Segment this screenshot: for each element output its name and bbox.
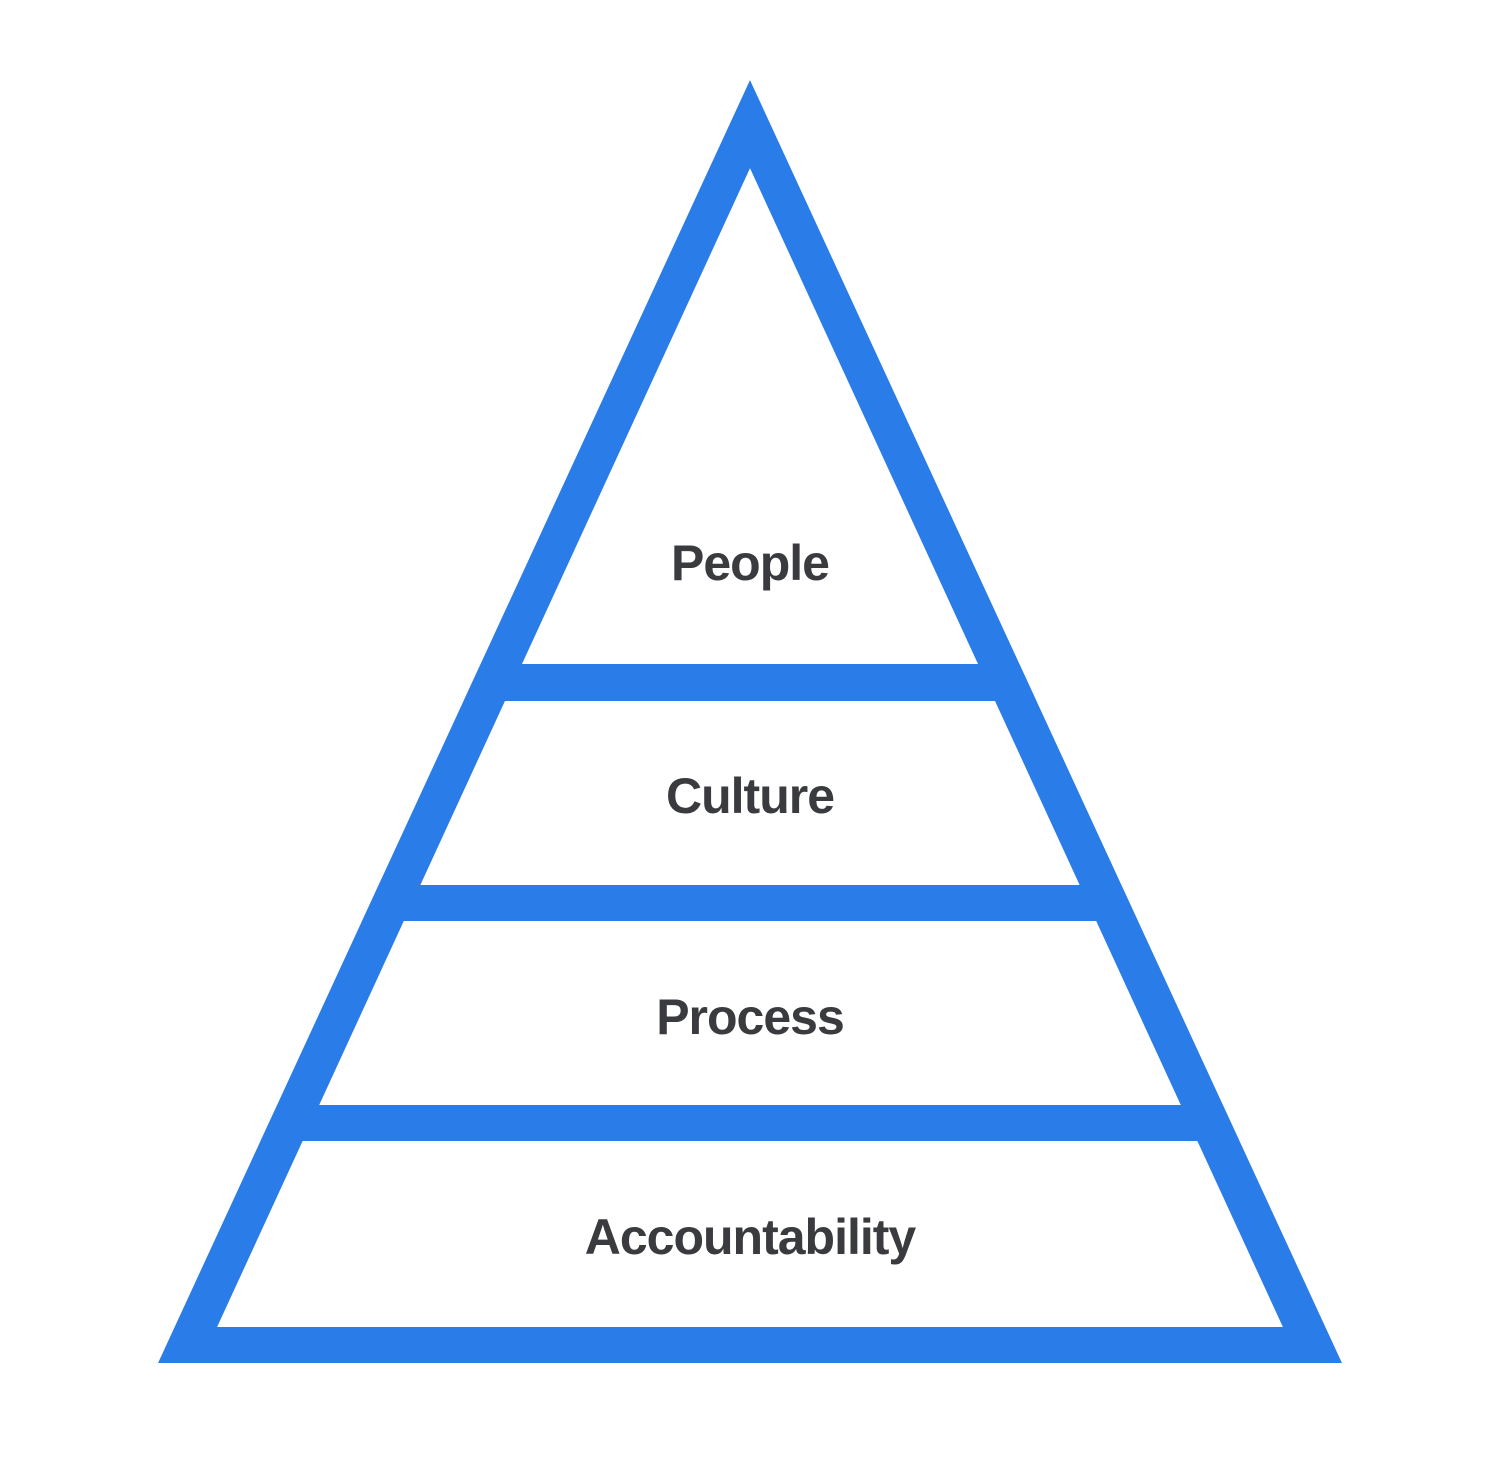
tier-divider-3 <box>200 1105 1300 1141</box>
tier-label-culture: Culture <box>666 768 834 824</box>
tier-label-people: People <box>671 535 829 591</box>
tier-divider-2 <box>300 885 1200 921</box>
outside-mask-right <box>750 0 1500 1363</box>
outside-mask-left <box>0 0 750 1363</box>
tier-label-accountability: Accountability <box>585 1209 917 1265</box>
pyramid-interior <box>217 168 1283 1327</box>
tier-label-process: Process <box>656 989 844 1045</box>
